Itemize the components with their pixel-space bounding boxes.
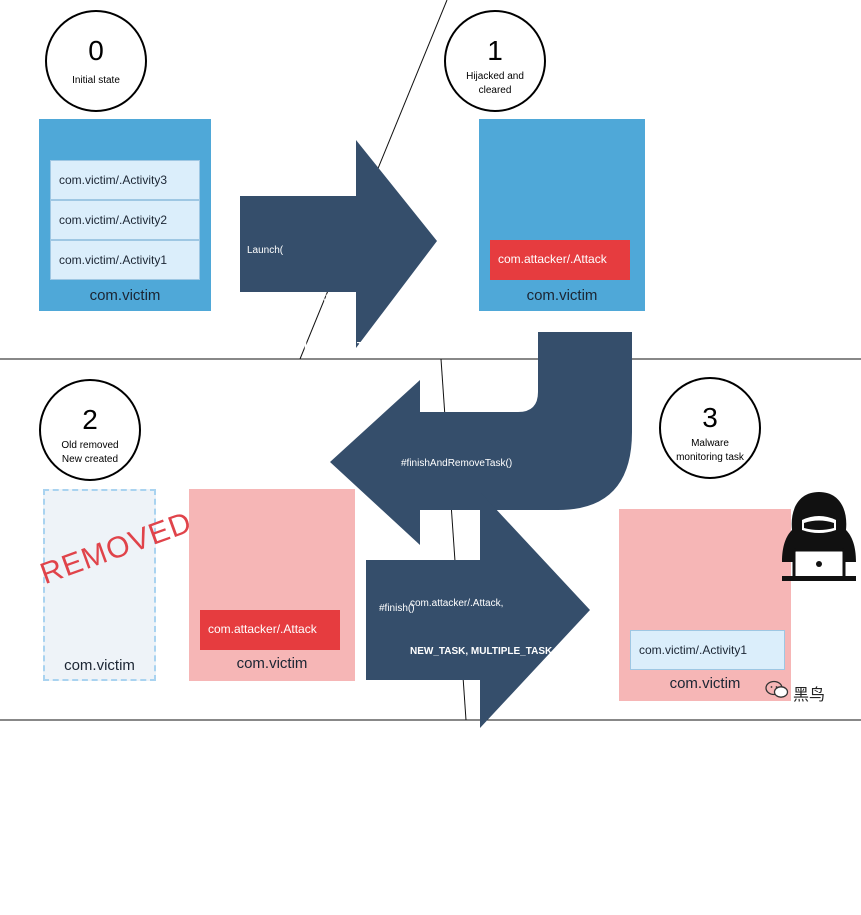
task-label: com.victim — [236, 655, 308, 672]
activity-item: com.victim/.Activity2 — [50, 200, 200, 240]
step-number: 0 — [88, 35, 104, 66]
hacker-icon — [782, 492, 856, 581]
attacker-activity: com.attacker/.Attack — [200, 610, 340, 650]
task-label: com.victim — [669, 675, 741, 692]
step-0-circle: 0 Initial state — [45, 10, 147, 112]
step-caption: Old removed New created — [61, 440, 119, 465]
arrow1-line: NEW_TASK, CLEAR_TASK — [256, 341, 384, 352]
step-caption: Initial state — [72, 75, 120, 86]
arrow1-line: ) — [247, 389, 251, 400]
watermark-text: 黑鸟 — [793, 687, 826, 704]
arrow3-line: Action=Main, — [388, 789, 447, 800]
arrow-step2-to-step3 — [366, 492, 590, 728]
step-number: 1 — [487, 35, 503, 66]
arrow-step1-to-step2 — [330, 332, 632, 545]
task-step2-removed: com.victim — [43, 489, 156, 681]
arrow2-line: ) — [401, 694, 405, 705]
arrow1-line: Launch( — [247, 245, 284, 256]
task-step0: com.victim/.Activity3 com.victim/.Activi… — [39, 119, 211, 311]
step-3-circle: 3 Malware monitoring task — [659, 377, 761, 479]
activity-item: com.victim/.Activity3 — [50, 160, 200, 200]
arrow1-line: com.attacker/.Attack, — [256, 293, 350, 304]
diagram-canvas — [0, 0, 861, 728]
wechat-icon — [765, 680, 789, 698]
arrow-step0-to-step1 — [240, 140, 437, 348]
task-step3: com.victim/.Activity1 com.victim — [619, 509, 791, 701]
arrow3-text: #finish() Launch( com.victim/.Activity1,… — [379, 569, 481, 915]
step-2-circle: 2 Old removed New created — [39, 379, 141, 481]
step-caption: Hijacked and cleared — [466, 71, 524, 96]
task-step2-new: com.attacker/.Attack com.victim — [189, 489, 355, 681]
step-caption: Malware monitoring task — [676, 438, 744, 463]
arrow3-line: #finish() — [379, 603, 415, 614]
step-number: 2 — [82, 404, 98, 435]
arrow3-line: Category=Launcher — [388, 837, 477, 848]
arrow3-line: Launch( — [379, 693, 416, 704]
step-1-circle: 1 Hijacked and cleared — [444, 10, 546, 112]
arrow2-line: Launch( — [401, 550, 438, 561]
arrow2-line: com.attacker/.Attack, — [410, 598, 504, 609]
arrow2-text: #finishAndRemoveTask() Launch( com.attac… — [401, 424, 552, 724]
arrow3-line: ) — [379, 885, 383, 896]
arrow1-text: Launch( com.attacker/.Attack, NEW_TASK, … — [247, 211, 383, 419]
task-label: com.victim — [89, 287, 161, 304]
task-label: com.victim — [64, 657, 135, 674]
task-label: com.victim — [526, 287, 598, 304]
activity-item: com.victim/.Activity1 — [50, 240, 200, 280]
arrow2-line: NEW_TASK, MULTIPLE_TASK — [410, 646, 553, 657]
task-step1: com.attacker/.Attack com.victim — [479, 119, 645, 311]
step-number: 3 — [702, 402, 718, 433]
arrow3-line: com.victim/.Activity1, — [388, 741, 481, 752]
attacker-activity: com.attacker/.Attack — [490, 240, 630, 280]
activity-item: com.victim/.Activity1 — [630, 630, 785, 670]
arrow2-line: #finishAndRemoveTask() — [401, 458, 513, 469]
